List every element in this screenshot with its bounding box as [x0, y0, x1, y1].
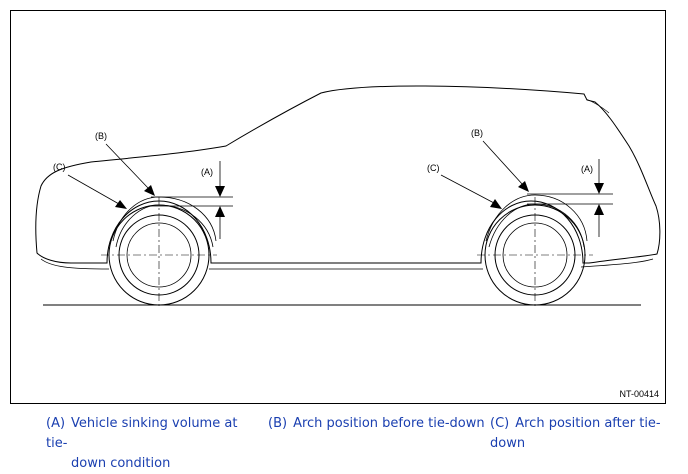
figure-frame: (B) (C) (A) (B) (C) (A) NT-00414 [10, 10, 666, 404]
legend-item-b: (B) Arch position before tie-down [268, 414, 485, 434]
rear-label-a: (A) [581, 164, 593, 174]
leader-lines [67, 140, 529, 209]
rear-dimension-a [527, 159, 613, 237]
legend-text-a-line2: down condition [71, 456, 171, 471]
legend-text-a-line1: Vehicle sinking volume at tie- [46, 416, 238, 451]
front-label-c: (C) [53, 162, 66, 172]
legend-text-b: Arch position before tie-down [293, 416, 485, 431]
legend-item-a: (A)Vehicle sinking volume at tie- down c… [46, 414, 256, 474]
front-arch-before [112, 196, 217, 242]
vehicle-side-diagram: (B) (C) (A) (B) (C) (A) [35, 85, 661, 307]
rear-wheel [477, 197, 593, 307]
rocker-line [40, 258, 654, 270]
roof-inner-line [585, 98, 610, 114]
legend-key-a: (A) [46, 416, 66, 431]
front-label-a: (A) [201, 167, 213, 177]
legend-key-b: (B) [268, 416, 288, 431]
car-body-outline [35, 85, 661, 264]
rear-label-b: (B) [471, 128, 483, 138]
legend-text-c: Arch position after tie-down [490, 416, 661, 451]
front-label-b: (B) [95, 131, 107, 141]
figure-id: NT-00414 [619, 389, 659, 399]
front-wheel [101, 197, 217, 307]
rear-arch-before [485, 194, 588, 242]
legend-key-c: (C) [490, 416, 510, 431]
front-dimension-a [151, 161, 233, 239]
legend-item-c: (C)Arch position after tie-down [490, 414, 688, 454]
front-arch-after [115, 204, 214, 248]
rear-label-c: (C) [427, 163, 440, 173]
